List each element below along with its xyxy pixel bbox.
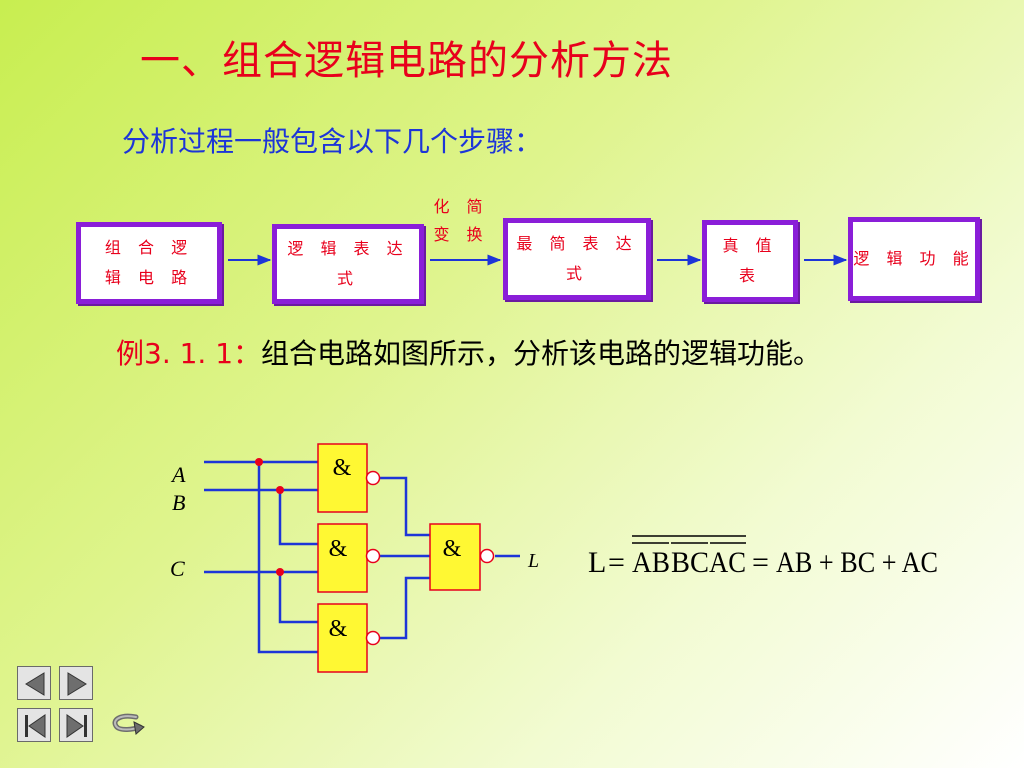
inversion-bubble	[479, 548, 495, 564]
wire-b-branch	[278, 490, 318, 546]
wire-c-branch	[278, 572, 318, 624]
formula-equals-2: =	[752, 546, 769, 579]
last-page-icon	[66, 714, 87, 738]
formula-rhs: AB + BC + AC	[776, 546, 938, 579]
prev-button[interactable]	[17, 666, 51, 700]
flow-step-label: 最 简 表 达 式	[516, 234, 638, 283]
junction-dot	[276, 486, 284, 494]
inversion-bubble	[365, 630, 381, 646]
first-page-icon	[25, 714, 46, 738]
gate-1: &	[317, 443, 381, 513]
gate-3: &	[317, 603, 381, 673]
gate-symbol: &	[329, 616, 348, 642]
junction-dot	[276, 568, 284, 576]
flow-step-label: 组 合 逻 辑 电 路	[104, 238, 194, 287]
example-text: 组合电路如图所示，分析该电路的逻辑功能。	[261, 337, 822, 370]
next-arrow-icon	[67, 672, 87, 696]
input-label-c: C	[170, 556, 185, 581]
formula-term-ac: AC	[709, 546, 746, 579]
inversion-bubble	[365, 548, 381, 564]
next-button[interactable]	[59, 666, 93, 700]
transform-label-line2: 变 换	[433, 225, 489, 244]
example-label: 例3. 1. 1：	[116, 337, 262, 370]
formula-term-ab: AB	[632, 546, 670, 579]
first-page-button[interactable]	[17, 708, 51, 742]
flow-step-label: 逻 辑 功 能	[853, 249, 975, 268]
input-label-a: A	[170, 462, 186, 487]
flow-step-expression: 逻 辑 表 达 式	[272, 224, 424, 304]
formula-equals: =	[608, 546, 625, 579]
flow-step-truth-table: 真 值 表	[702, 220, 798, 302]
gate-symbol: &	[443, 536, 462, 562]
circuit-wires	[204, 460, 520, 654]
inversion-bubble	[365, 470, 381, 486]
output-label-l: L	[527, 550, 539, 572]
formula-term-bc: BC	[671, 546, 709, 579]
input-label-b: B	[172, 490, 185, 515]
return-icon	[112, 713, 145, 735]
junction-dots	[255, 458, 284, 576]
gate-final: &	[429, 523, 495, 591]
subtitle: 分析过程一般包含以下几个步骤：	[122, 125, 543, 158]
flow-step-circuit: 组 合 逻 辑 电 路	[76, 222, 222, 304]
page-title: 一、组合逻辑电路的分析方法	[140, 38, 673, 84]
flow-step-logic-function: 逻 辑 功 能	[848, 217, 980, 301]
flow-step-label: 逻 辑 表 达 式	[287, 239, 409, 288]
formula: L = AB BC AC = AB + BC + AC	[588, 535, 938, 579]
wire-a-branch	[257, 462, 318, 654]
transform-label: 化 简 变 换	[430, 193, 492, 249]
wire-g3-out	[380, 576, 430, 640]
last-page-button[interactable]	[59, 708, 93, 742]
gate-symbol: &	[329, 536, 348, 562]
example-statement: 例3. 1. 1：组合电路如图所示，分析该电路的逻辑功能。	[116, 332, 821, 372]
return-button[interactable]	[106, 708, 146, 742]
flow-step-simplest-expression: 最 简 表 达 式	[503, 218, 651, 300]
gate-2: &	[317, 523, 381, 593]
gate-symbol: &	[333, 455, 352, 481]
flow-step-label: 真 值 表	[722, 236, 778, 285]
prev-arrow-icon	[25, 672, 45, 696]
formula-lhs: L	[588, 546, 606, 579]
wire-g1-out	[380, 476, 430, 537]
junction-dot	[255, 458, 263, 466]
transform-label-line1: 化 简	[433, 197, 489, 216]
